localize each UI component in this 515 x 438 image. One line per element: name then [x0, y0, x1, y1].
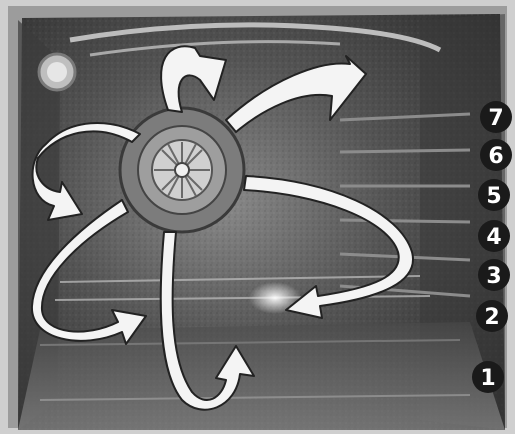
rack-position-5: 5	[478, 179, 510, 211]
rack-position-7: 7	[480, 101, 512, 133]
rail	[340, 150, 470, 152]
fan-hub	[175, 163, 189, 177]
rack-position-4: 4	[478, 220, 510, 252]
rack-badge-label: 2	[484, 305, 499, 330]
rack-position-2: 2	[476, 300, 508, 332]
rack-position-1: 1	[472, 361, 504, 393]
rack-position-3: 3	[478, 259, 510, 291]
rack-badge-label: 6	[488, 144, 503, 169]
rack-badge-label: 3	[486, 264, 501, 289]
rack-badge-label: 5	[486, 184, 501, 209]
rail	[340, 220, 470, 222]
convection-fan-icon	[120, 108, 244, 232]
rack-badge-label: 7	[488, 106, 503, 131]
rack-position-6: 6	[480, 139, 512, 171]
rack-badge-label: 1	[480, 366, 495, 391]
oven-light-lens	[47, 62, 67, 82]
rack-badge-label: 4	[486, 225, 501, 250]
